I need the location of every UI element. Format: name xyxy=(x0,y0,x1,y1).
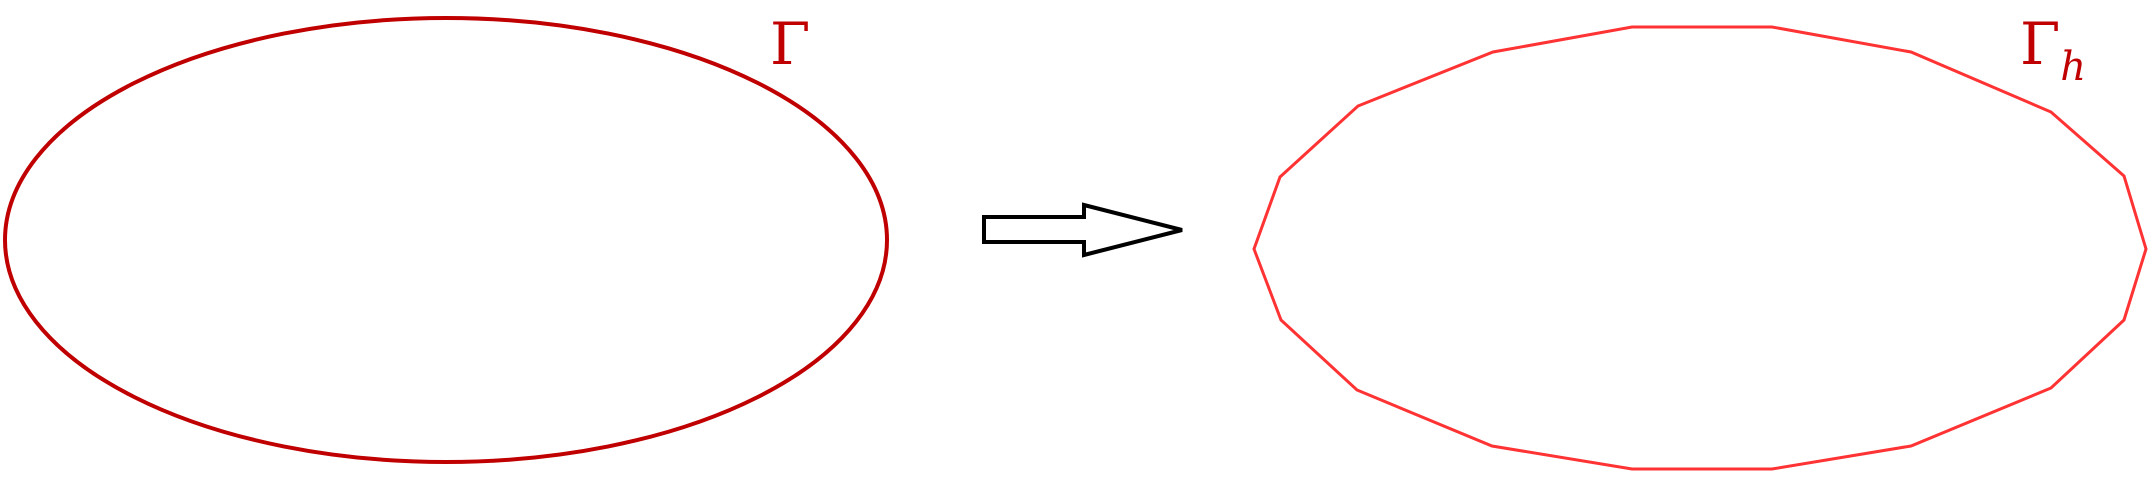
polygon-label: Γh xyxy=(2020,10,2086,90)
polygon-label-main: Γ xyxy=(2020,10,2060,78)
polygon-gamma-h xyxy=(1252,25,2148,471)
polygon-label-subscript: h xyxy=(2060,44,2086,90)
smooth-curve-gamma xyxy=(3,16,889,464)
arrow-icon xyxy=(982,202,1183,258)
curve-label: Γ xyxy=(770,10,810,78)
